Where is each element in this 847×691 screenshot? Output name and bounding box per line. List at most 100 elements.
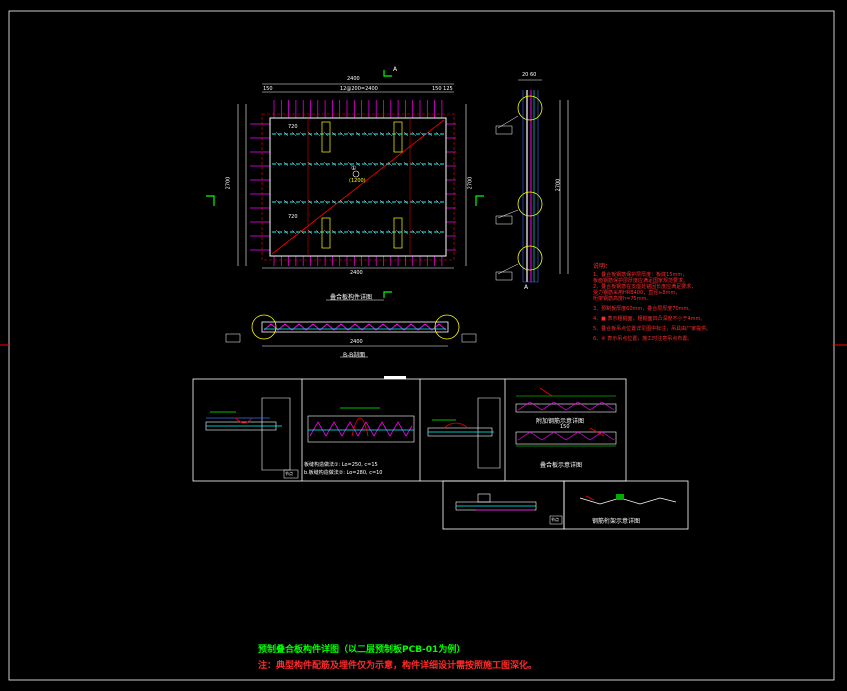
plan-truss-web	[387, 229, 393, 235]
plan-truss-web	[315, 131, 321, 137]
plan-truss-web	[355, 199, 361, 205]
detail-4-upper-truss	[517, 401, 615, 411]
note-line: 受力钢筋采用HRB400，直径≥8mm，	[593, 290, 681, 296]
plan-section-mark-bottom	[383, 291, 392, 298]
detail-4-label-bottom: 叠合板示意详图	[540, 462, 583, 469]
plan-truss-web	[403, 161, 409, 167]
plan-truss-web	[403, 131, 409, 137]
side-tag-3	[495, 271, 513, 281]
plan-truss-web	[355, 229, 361, 235]
section-truss-zigzag	[263, 323, 447, 331]
side-leader-3	[497, 263, 519, 275]
side-detail-circle-1	[517, 95, 543, 121]
plan-truss-web	[331, 161, 337, 167]
detail-5	[455, 493, 563, 525]
plan-dim-right: 2700	[467, 176, 474, 190]
plan-truss-web	[355, 161, 361, 167]
detail-4-lower	[515, 431, 617, 445]
plan-truss-web	[291, 229, 297, 235]
plan-truss-web	[283, 199, 289, 205]
side-dim-top: 20 60	[522, 72, 537, 78]
plan-joint-box-4	[393, 217, 403, 249]
plan-truss-web	[371, 229, 377, 235]
detail-4-upper	[515, 403, 617, 413]
detail-4-red-1	[539, 387, 553, 397]
plan-joint-box-1	[321, 121, 331, 153]
plan-truss-web	[371, 131, 377, 137]
plan-horizontal-bars	[250, 123, 456, 251]
detail-6-truss	[579, 497, 677, 505]
side-blue-outline	[522, 90, 539, 283]
detail-panels[interactable]	[192, 376, 689, 530]
detail-3-concrete	[477, 397, 501, 469]
detail-5-tag-label: 节点	[551, 517, 559, 522]
plan-center-mark	[352, 170, 360, 178]
plan-truss-web	[291, 131, 297, 137]
note-line: 4、■ 表示粗糙面，粗糙面凹凸深度不小于4mm。	[593, 316, 706, 322]
plan-section-mark-top	[383, 70, 392, 77]
plan-section-mark-right	[475, 195, 484, 206]
section-view[interactable]	[225, 314, 477, 358]
plan-truss-web	[419, 161, 425, 167]
plan-truss-web	[435, 199, 441, 205]
plan-truss-web	[347, 161, 353, 167]
side-tag-2	[495, 215, 513, 225]
detail-2-note-2: b.板缝构造做法②: Lo=280, c=10	[304, 470, 383, 476]
plan-truss-web	[403, 229, 409, 235]
detail-3-hook	[443, 422, 469, 429]
section-tag-left	[225, 333, 241, 343]
plan-truss-web	[323, 199, 329, 205]
detail-4-red-2	[589, 427, 605, 437]
section-detail-circle-left	[251, 314, 277, 340]
side-view[interactable]	[495, 79, 569, 283]
plan-dim-top-mid: 12@200=2400	[340, 86, 378, 92]
plan-red-border	[261, 113, 455, 261]
plan-truss-web	[411, 161, 417, 167]
detail-2-zigzag	[309, 421, 413, 437]
plan-truss-web	[307, 161, 313, 167]
plan-truss-web	[379, 161, 385, 167]
plan-truss-web	[419, 199, 425, 205]
plan-truss-web	[291, 199, 297, 205]
plan-truss-web	[307, 229, 313, 235]
plan-panel-outline	[269, 117, 447, 257]
detail-2	[307, 407, 415, 443]
plan-truss-web	[379, 131, 385, 137]
plan-truss-web	[339, 199, 345, 205]
plan-truss-web	[299, 131, 305, 137]
plan-truss-web	[371, 199, 377, 205]
note-line: 2、叠合板钢筋在支座处锚固长度应满足要求，	[593, 284, 697, 290]
plan-truss-web	[387, 199, 393, 205]
plan-truss-web	[299, 229, 305, 235]
detail-tab	[384, 376, 406, 379]
plan-section-mark-left	[206, 195, 215, 206]
plan-truss-web	[363, 161, 369, 167]
plan-truss-web	[411, 199, 417, 205]
plan-truss-web	[315, 229, 321, 235]
plan-truss-web	[419, 229, 425, 235]
notes-list: 1、叠合板钢筋保护层厚度：板底15mm， 板面钢筋保护层厚度应满足国家规范要求。…	[593, 272, 711, 342]
plan-truss-web	[379, 199, 385, 205]
note-line: 1、叠合板钢筋保护层厚度：板底15mm，	[593, 272, 688, 278]
plan-truss-web	[291, 161, 297, 167]
detail-5-block	[477, 493, 491, 503]
plan-truss-web	[395, 229, 401, 235]
plan-truss-web	[347, 199, 353, 205]
plan-truss-web	[299, 199, 305, 205]
side-mark: A	[524, 284, 529, 291]
plan-truss-web	[427, 199, 433, 205]
plan-truss-web	[363, 131, 369, 137]
plan-truss-web	[307, 199, 313, 205]
plan-row-label-1: 720	[288, 124, 298, 130]
plan-truss-web	[411, 229, 417, 235]
detail-6	[579, 494, 677, 505]
plan-vertical-bars	[273, 100, 443, 266]
plan-view[interactable]	[206, 70, 484, 301]
plan-truss-web	[339, 229, 345, 235]
note-line: 6、④ 表示吊点位置，施工时注意吊点布置。	[593, 336, 693, 342]
detail-6-caption: 钢筋桁架示意详图	[592, 518, 641, 525]
plan-truss-web	[379, 229, 385, 235]
plan-truss-web	[363, 199, 369, 205]
plan-truss-web	[283, 161, 289, 167]
